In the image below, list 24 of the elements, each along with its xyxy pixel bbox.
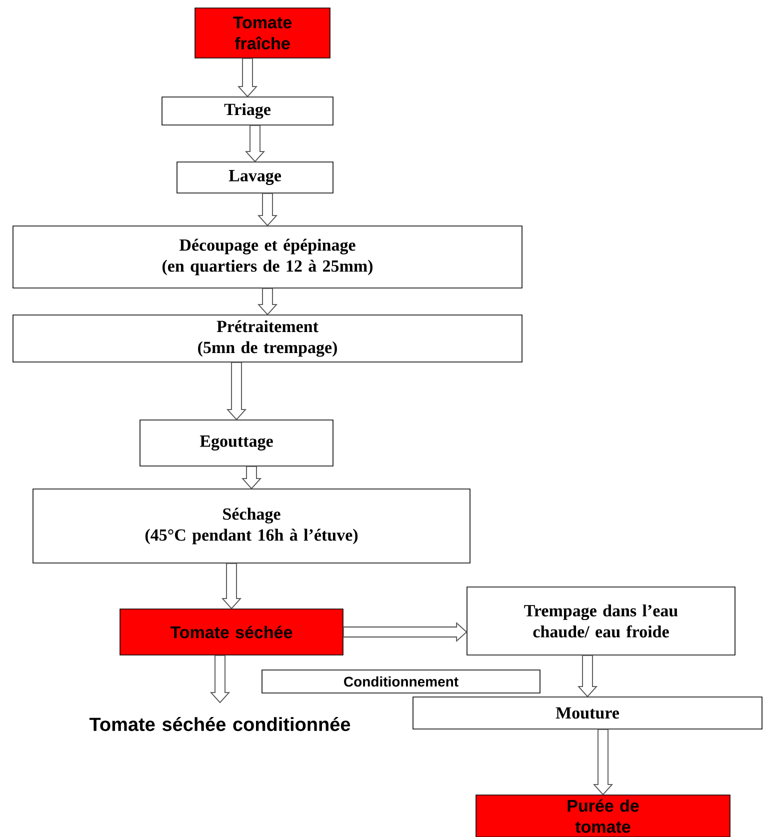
block-arrow — [210, 654, 230, 704]
block-arrow — [342, 622, 468, 642]
block-arrow — [242, 466, 262, 490]
product-box: Tomate séchée — [120, 608, 344, 656]
block-arrow — [238, 58, 258, 98]
process-box: Trempage dans l’eau chaude/ eau froide — [466, 586, 736, 656]
process-box: Découpage et épépinage (en quartiers de 12 à 25mm) — [12, 226, 522, 288]
product-box: Purée de tomate — [476, 794, 730, 837]
block-arrow — [245, 124, 266, 162]
block-arrow — [226, 362, 247, 420]
block-arrow — [593, 728, 614, 796]
process-box: Egouttage — [140, 420, 334, 466]
process-box: Triage — [162, 96, 334, 126]
process-box: Mouture — [412, 696, 762, 730]
block-arrow — [258, 288, 278, 316]
process-box: Séchage (45°C pendant 16h à l’étuve) — [32, 488, 470, 564]
process-box: Prétraitement (5mn de trempage) — [12, 314, 522, 362]
block-arrow — [222, 562, 242, 610]
process-box: Lavage — [176, 162, 334, 194]
process-box: Conditionnement — [262, 670, 540, 694]
product-box: Tomate fraîche — [194, 8, 330, 58]
product-label: Tomate séchée conditionnée — [89, 716, 350, 732]
block-arrow — [258, 192, 278, 226]
block-arrow — [578, 654, 598, 698]
